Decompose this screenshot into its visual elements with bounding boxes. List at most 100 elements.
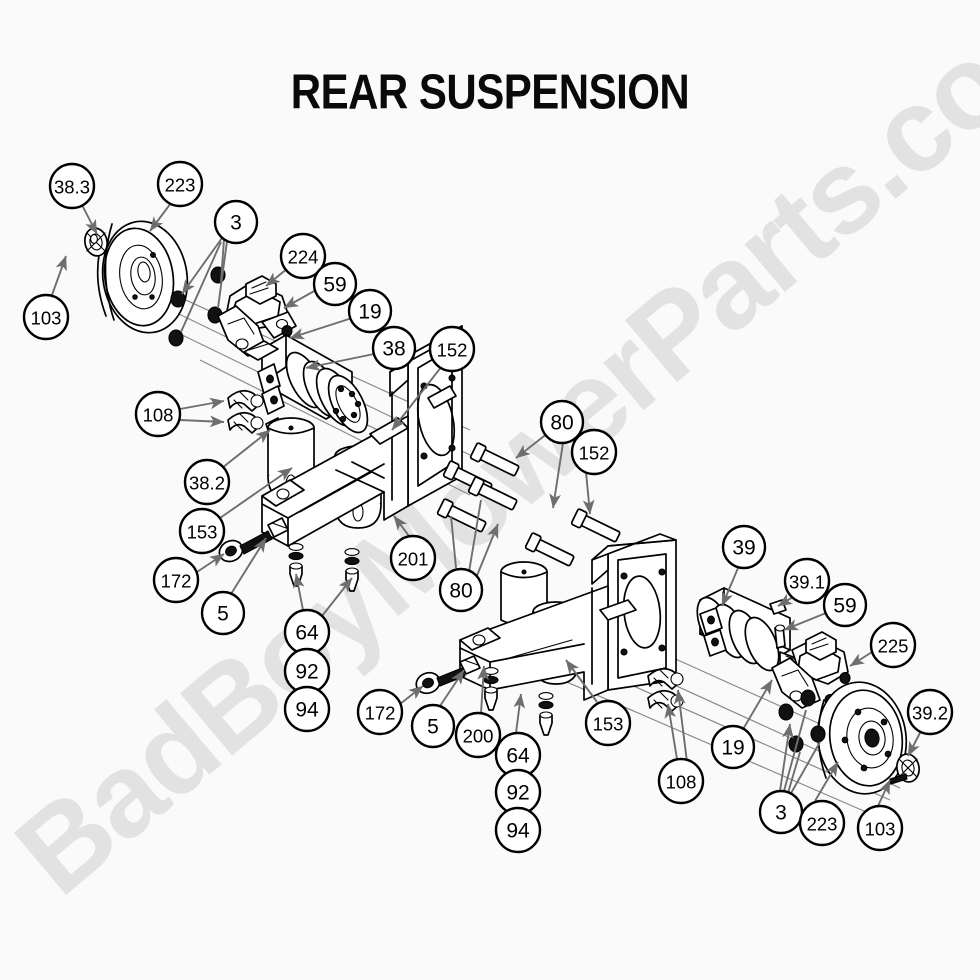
callout-bubble-172[interactable]: 172 [356,688,404,736]
callout-label: 38.3 [54,177,90,198]
callout-bubble-59[interactable]: 59 [312,261,358,307]
callout-label: 5 [217,603,229,626]
callout-bubble-172[interactable]: 172 [152,556,200,604]
left-assembly [84,220,520,592]
callout-label: 153 [593,714,624,735]
callout-bubble-3[interactable]: 3 [758,789,804,835]
callout-bubble-3[interactable]: 3 [213,199,259,245]
callout-bubble-19[interactable]: 19 [347,288,393,334]
callout-circle [200,590,246,636]
left-bolt-stack-a [288,543,304,587]
left-wheel-hub [96,220,189,334]
callout-circle [48,162,96,210]
page-title: REAR SUSPENSION [291,63,689,119]
callout-bubble-39-1[interactable]: 39.1 [783,557,831,605]
right-bolt-stack-a [483,667,499,711]
callout-circle [213,199,259,245]
callout-circle [657,757,705,805]
callout-bubble-39-2[interactable]: 39.2 [906,688,954,736]
callout-label: 3 [230,212,242,235]
callout-label: 225 [878,636,909,657]
callout-label: 153 [187,522,218,543]
callout-circle [183,458,231,506]
callout-bubble-224[interactable]: 224 [279,232,327,280]
callout-label: 172 [161,571,192,592]
callout-bubble-38-2[interactable]: 38.2 [183,458,231,506]
callout-label: 64 [506,745,530,768]
callout-label: 108 [666,772,697,793]
left-rod-end [218,517,289,563]
callout-bubble-223[interactable]: 223 [156,160,204,208]
right-spindle-nut [889,753,920,785]
callout-label: 103 [31,308,62,329]
callout-bubble-152[interactable]: 152 [428,325,476,373]
callout-bubble-200[interactable]: 200 [454,711,502,759]
callout-label: 94 [506,820,530,843]
callout-bubble-223[interactable]: 223 [798,799,846,847]
callout-circle [494,806,542,854]
callout-label: 172 [365,703,396,724]
callout-circle [371,325,417,371]
callout-bubble-103[interactable]: 103 [856,804,904,852]
right-hydraulic-motor [696,587,807,675]
callout-circle [584,699,632,747]
callout-bubble-80[interactable]: 80 [539,399,585,445]
callout-bubble-108[interactable]: 108 [134,390,182,438]
callout-bubble-39[interactable]: 39 [721,524,767,570]
callout-bubble-153[interactable]: 153 [178,507,226,555]
callout-label: 80 [550,412,573,435]
callout-label: 59 [833,595,856,618]
callout-bubble-94[interactable]: 94 [283,685,331,733]
callout-circle [389,534,437,582]
callout-bubble-108[interactable]: 108 [657,757,705,805]
callout-label: 224 [288,247,319,268]
callout-label: 152 [437,340,468,361]
callout-bubble-38-3[interactable]: 38.3 [48,162,96,210]
callout-bubble-5[interactable]: 5 [410,703,456,749]
callout-label: 92 [506,782,529,805]
callout-circle [347,288,393,334]
callout-circle [454,711,502,759]
callout-circle [539,399,585,445]
callout-label: 38.2 [189,473,225,494]
callout-circle [721,524,767,570]
callout-circle [906,688,954,736]
callout-circle [428,325,476,373]
callout-bubble-38[interactable]: 38 [371,325,417,371]
callout-bubble-5[interactable]: 5 [200,590,246,636]
callout-circle [798,799,846,847]
callout-label: 201 [398,549,429,570]
callout-bubble-94[interactable]: 94 [494,806,542,854]
callout-label: 223 [165,175,196,196]
callout-bubble-64[interactable]: 64 [283,608,331,656]
callout-bubble-64[interactable]: 64 [494,731,542,779]
callout-bubble-80[interactable]: 80 [438,567,484,613]
callout-bubble-153[interactable]: 153 [584,699,632,747]
callout-bubble-59[interactable]: 59 [822,582,868,628]
callout-circle [856,804,904,852]
callout-label: 94 [295,699,319,722]
callout-label: 223 [807,814,838,835]
callout-bubble-225[interactable]: 225 [869,621,917,669]
callout-bubble-19[interactable]: 19 [710,724,756,770]
callout-bubble-152[interactable]: 152 [570,428,618,476]
callout-circle [410,703,456,749]
callout-circle [822,582,868,628]
leader-lines [51,202,922,807]
callout-circle [570,428,618,476]
callout-bubble-103[interactable]: 103 [22,293,70,341]
callout-circle [156,160,204,208]
left-bolts-80 [436,442,520,533]
callout-label: 19 [358,301,381,324]
callout-bubble-201[interactable]: 201 [389,534,437,582]
callout-circle [783,557,831,605]
callout-label: 103 [865,819,896,840]
left-hose-fittings [227,389,264,434]
callout-label: 108 [143,405,174,426]
callout-label: 39.2 [912,703,948,724]
callout-circle [152,556,200,604]
right-lug-nuts [778,689,826,753]
right-bolt-stack-b [538,692,554,736]
